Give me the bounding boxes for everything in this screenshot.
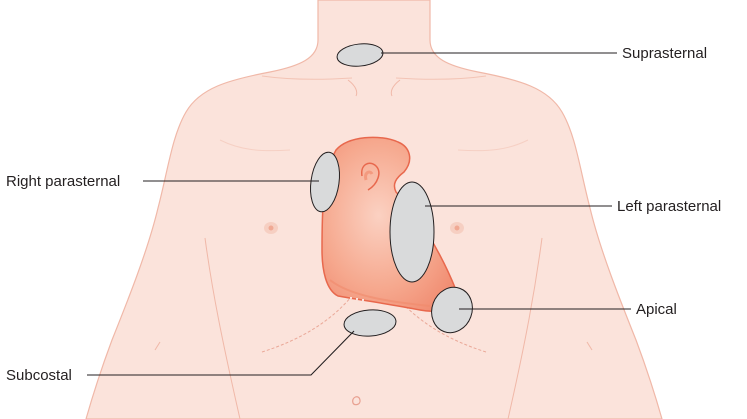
label-subcostal: Subcostal	[6, 367, 72, 384]
label-apical: Apical	[636, 301, 677, 318]
label-suprasternal: Suprasternal	[622, 45, 707, 62]
left-nipple	[450, 222, 464, 234]
label-left-parasternal: Left parasternal	[617, 198, 721, 215]
right-nipple	[264, 222, 278, 234]
left-parasternal-window	[390, 182, 434, 282]
label-right-parasternal: Right parasternal	[6, 173, 120, 190]
